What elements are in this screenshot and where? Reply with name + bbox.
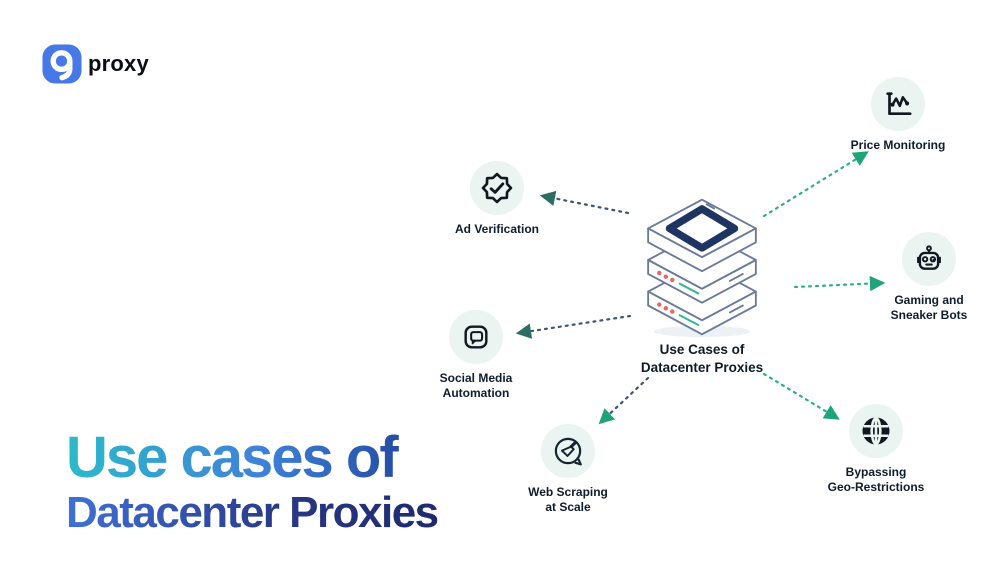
center-label-line1: Use Cases of — [659, 342, 745, 357]
use-case-web-scraping: Web Scraping at Scale — [498, 424, 638, 516]
center-node-datacenter-proxies: Use Cases of Datacenter Proxies — [629, 194, 775, 377]
nine-proxy-logo-icon — [42, 44, 82, 84]
use-case-price-monitoring: Price Monitoring — [828, 77, 968, 153]
globe-icon — [849, 404, 903, 458]
center-label: Use Cases of Datacenter Proxies — [629, 341, 775, 377]
use-case-label: Bypassing Geo-Restrictions — [827, 465, 925, 495]
page-title: Use cases of Datacenter Proxies — [66, 429, 439, 537]
robot-icon — [902, 232, 956, 286]
use-case-label: Web Scraping at Scale — [528, 485, 608, 515]
use-case-label: Social Media Automation — [439, 371, 513, 401]
page-title-line2: Datacenter Proxies — [66, 487, 439, 537]
use-case-social-media: Social Media Automation — [406, 310, 546, 402]
use-case-label: Price Monitoring — [850, 138, 946, 152]
chat-bubble-icon — [449, 310, 503, 364]
use-case-gaming-sneaker-bots: Gaming and Sneaker Bots — [859, 232, 999, 324]
brand-name: proxy — [88, 51, 149, 76]
brand-logo: proxy — [42, 44, 149, 84]
use-case-label: Gaming and Sneaker Bots — [890, 293, 968, 323]
server-stack-icon — [647, 198, 757, 338]
page-title-line1: Use cases of — [66, 429, 438, 487]
arrow-to-price-monitoring — [762, 151, 869, 218]
scraper-icon — [541, 424, 595, 478]
use-case-ad-verification: Ad Verification — [427, 161, 567, 237]
use-case-geo-restrictions: Bypassing Geo-Restrictions — [806, 404, 946, 496]
use-case-label: Ad Verification — [454, 222, 540, 236]
badge-check-icon — [470, 161, 524, 215]
arrow-to-web-scraping — [598, 376, 650, 425]
center-label-line2: Datacenter Proxies — [640, 359, 764, 375]
line-chart-icon — [871, 77, 925, 131]
